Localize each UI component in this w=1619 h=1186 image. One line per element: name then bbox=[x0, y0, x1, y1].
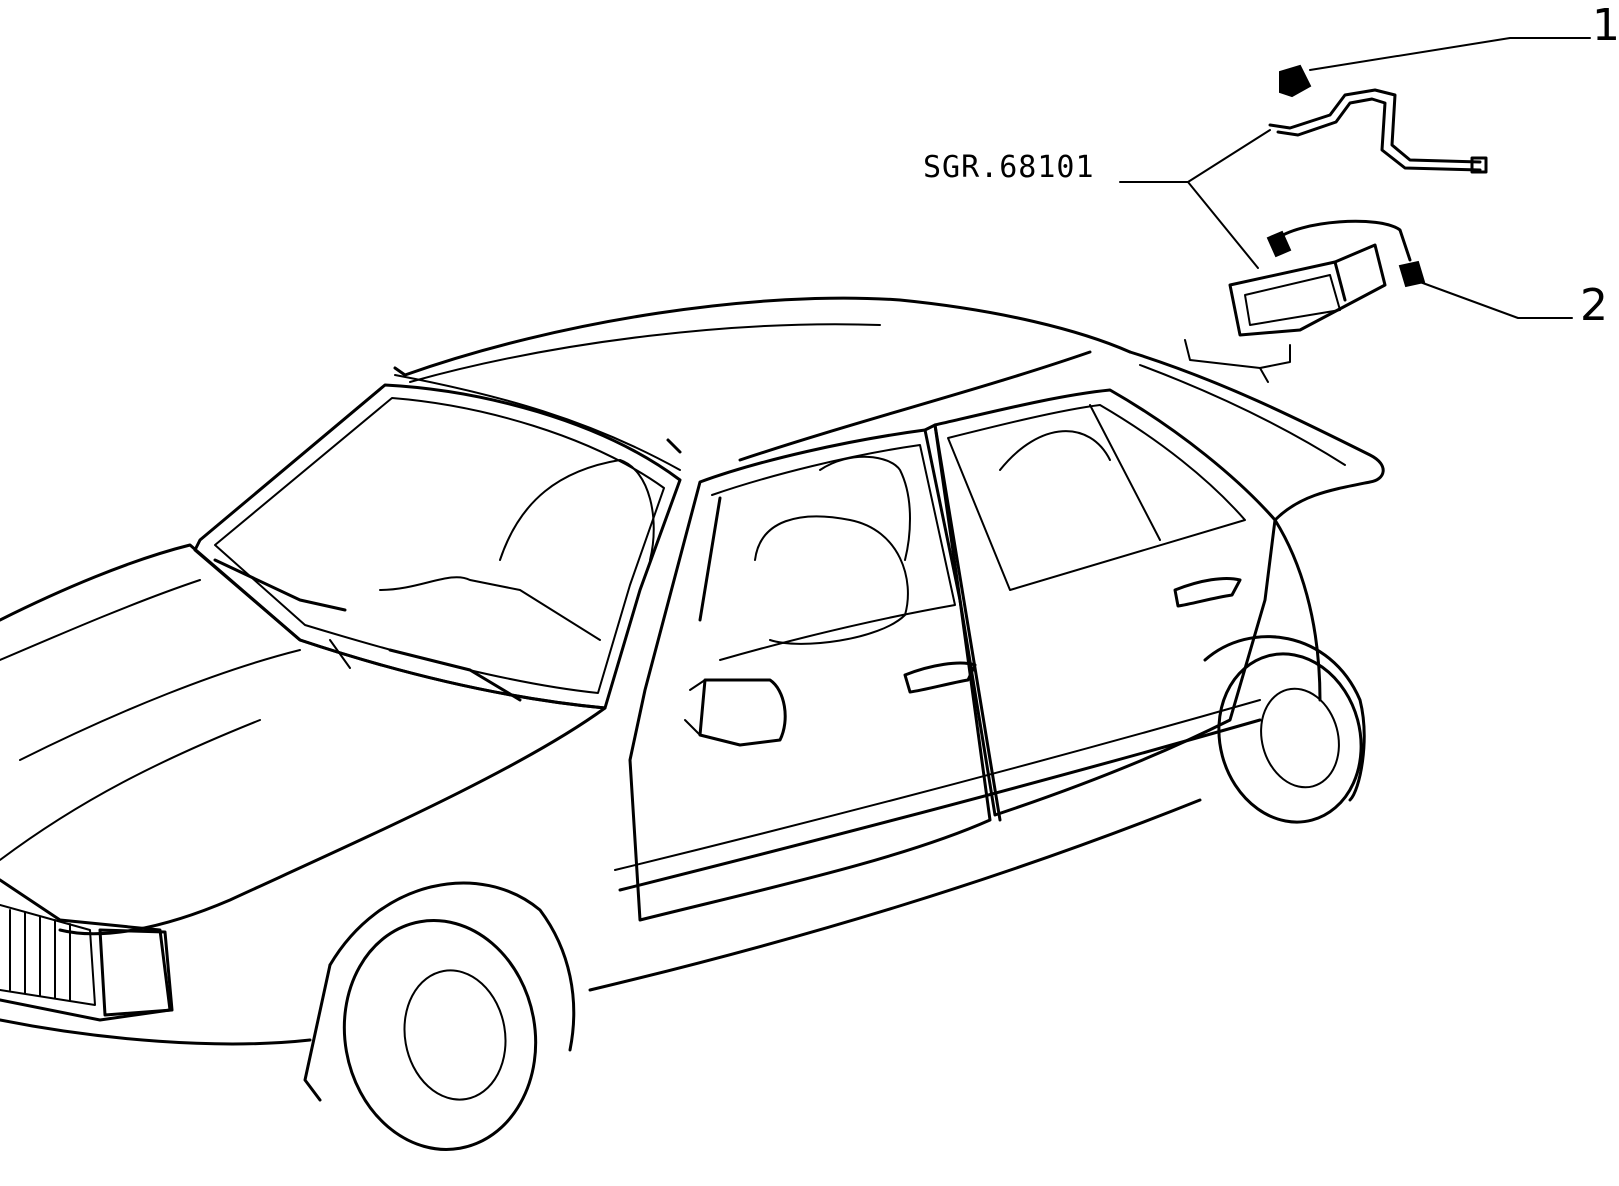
part-2-unit-body bbox=[1228, 243, 1387, 337]
rear-wheel-arch bbox=[1203, 635, 1366, 802]
rear-wheel-hub bbox=[1260, 687, 1340, 789]
car-sill-line bbox=[618, 718, 1262, 892]
rear-wheel-tire bbox=[1217, 652, 1363, 824]
leader-lines bbox=[1119, 37, 1591, 319]
car-illustration bbox=[0, 296, 1385, 1151]
part-2-control-unit bbox=[1184, 219, 1426, 383]
leader-line-2 bbox=[1419, 281, 1573, 319]
car-rear-door-outline bbox=[933, 388, 1277, 817]
part-2-bracket bbox=[1273, 219, 1412, 262]
car-rear-deck bbox=[1128, 350, 1385, 522]
part-2-connector-left bbox=[1266, 230, 1292, 258]
leader-line-group bbox=[1119, 129, 1271, 269]
side-mirror bbox=[698, 678, 787, 747]
front-door-handle bbox=[903, 661, 977, 694]
part-1-harness-cable bbox=[1268, 88, 1482, 164]
part-2-connector-right bbox=[1398, 260, 1426, 288]
callout-number-2: 2 bbox=[1580, 280, 1608, 331]
front-wheel-arch bbox=[328, 881, 576, 1052]
part-1-connector-icon bbox=[1279, 64, 1312, 98]
callout-number-1: 1 bbox=[1592, 0, 1619, 51]
leader-line-1 bbox=[1309, 37, 1591, 71]
car-front-door-outline bbox=[628, 428, 992, 922]
rear-door-handle bbox=[1173, 576, 1242, 608]
car-headlight bbox=[98, 928, 174, 1017]
part-1-connector-harness bbox=[1268, 64, 1488, 174]
car-roof-line bbox=[403, 296, 1132, 377]
car-roof-front-edge bbox=[393, 366, 407, 377]
car-front-fascia bbox=[0, 878, 172, 1022]
grille-slats bbox=[9, 909, 71, 1001]
group-reference-label: SGR.68101 bbox=[923, 150, 1095, 185]
front-wheel-hub bbox=[403, 969, 507, 1101]
car-hood bbox=[0, 543, 607, 936]
front-seat-outline bbox=[499, 459, 655, 561]
car-grille bbox=[0, 904, 96, 1006]
front-wheel-tire bbox=[342, 919, 538, 1151]
